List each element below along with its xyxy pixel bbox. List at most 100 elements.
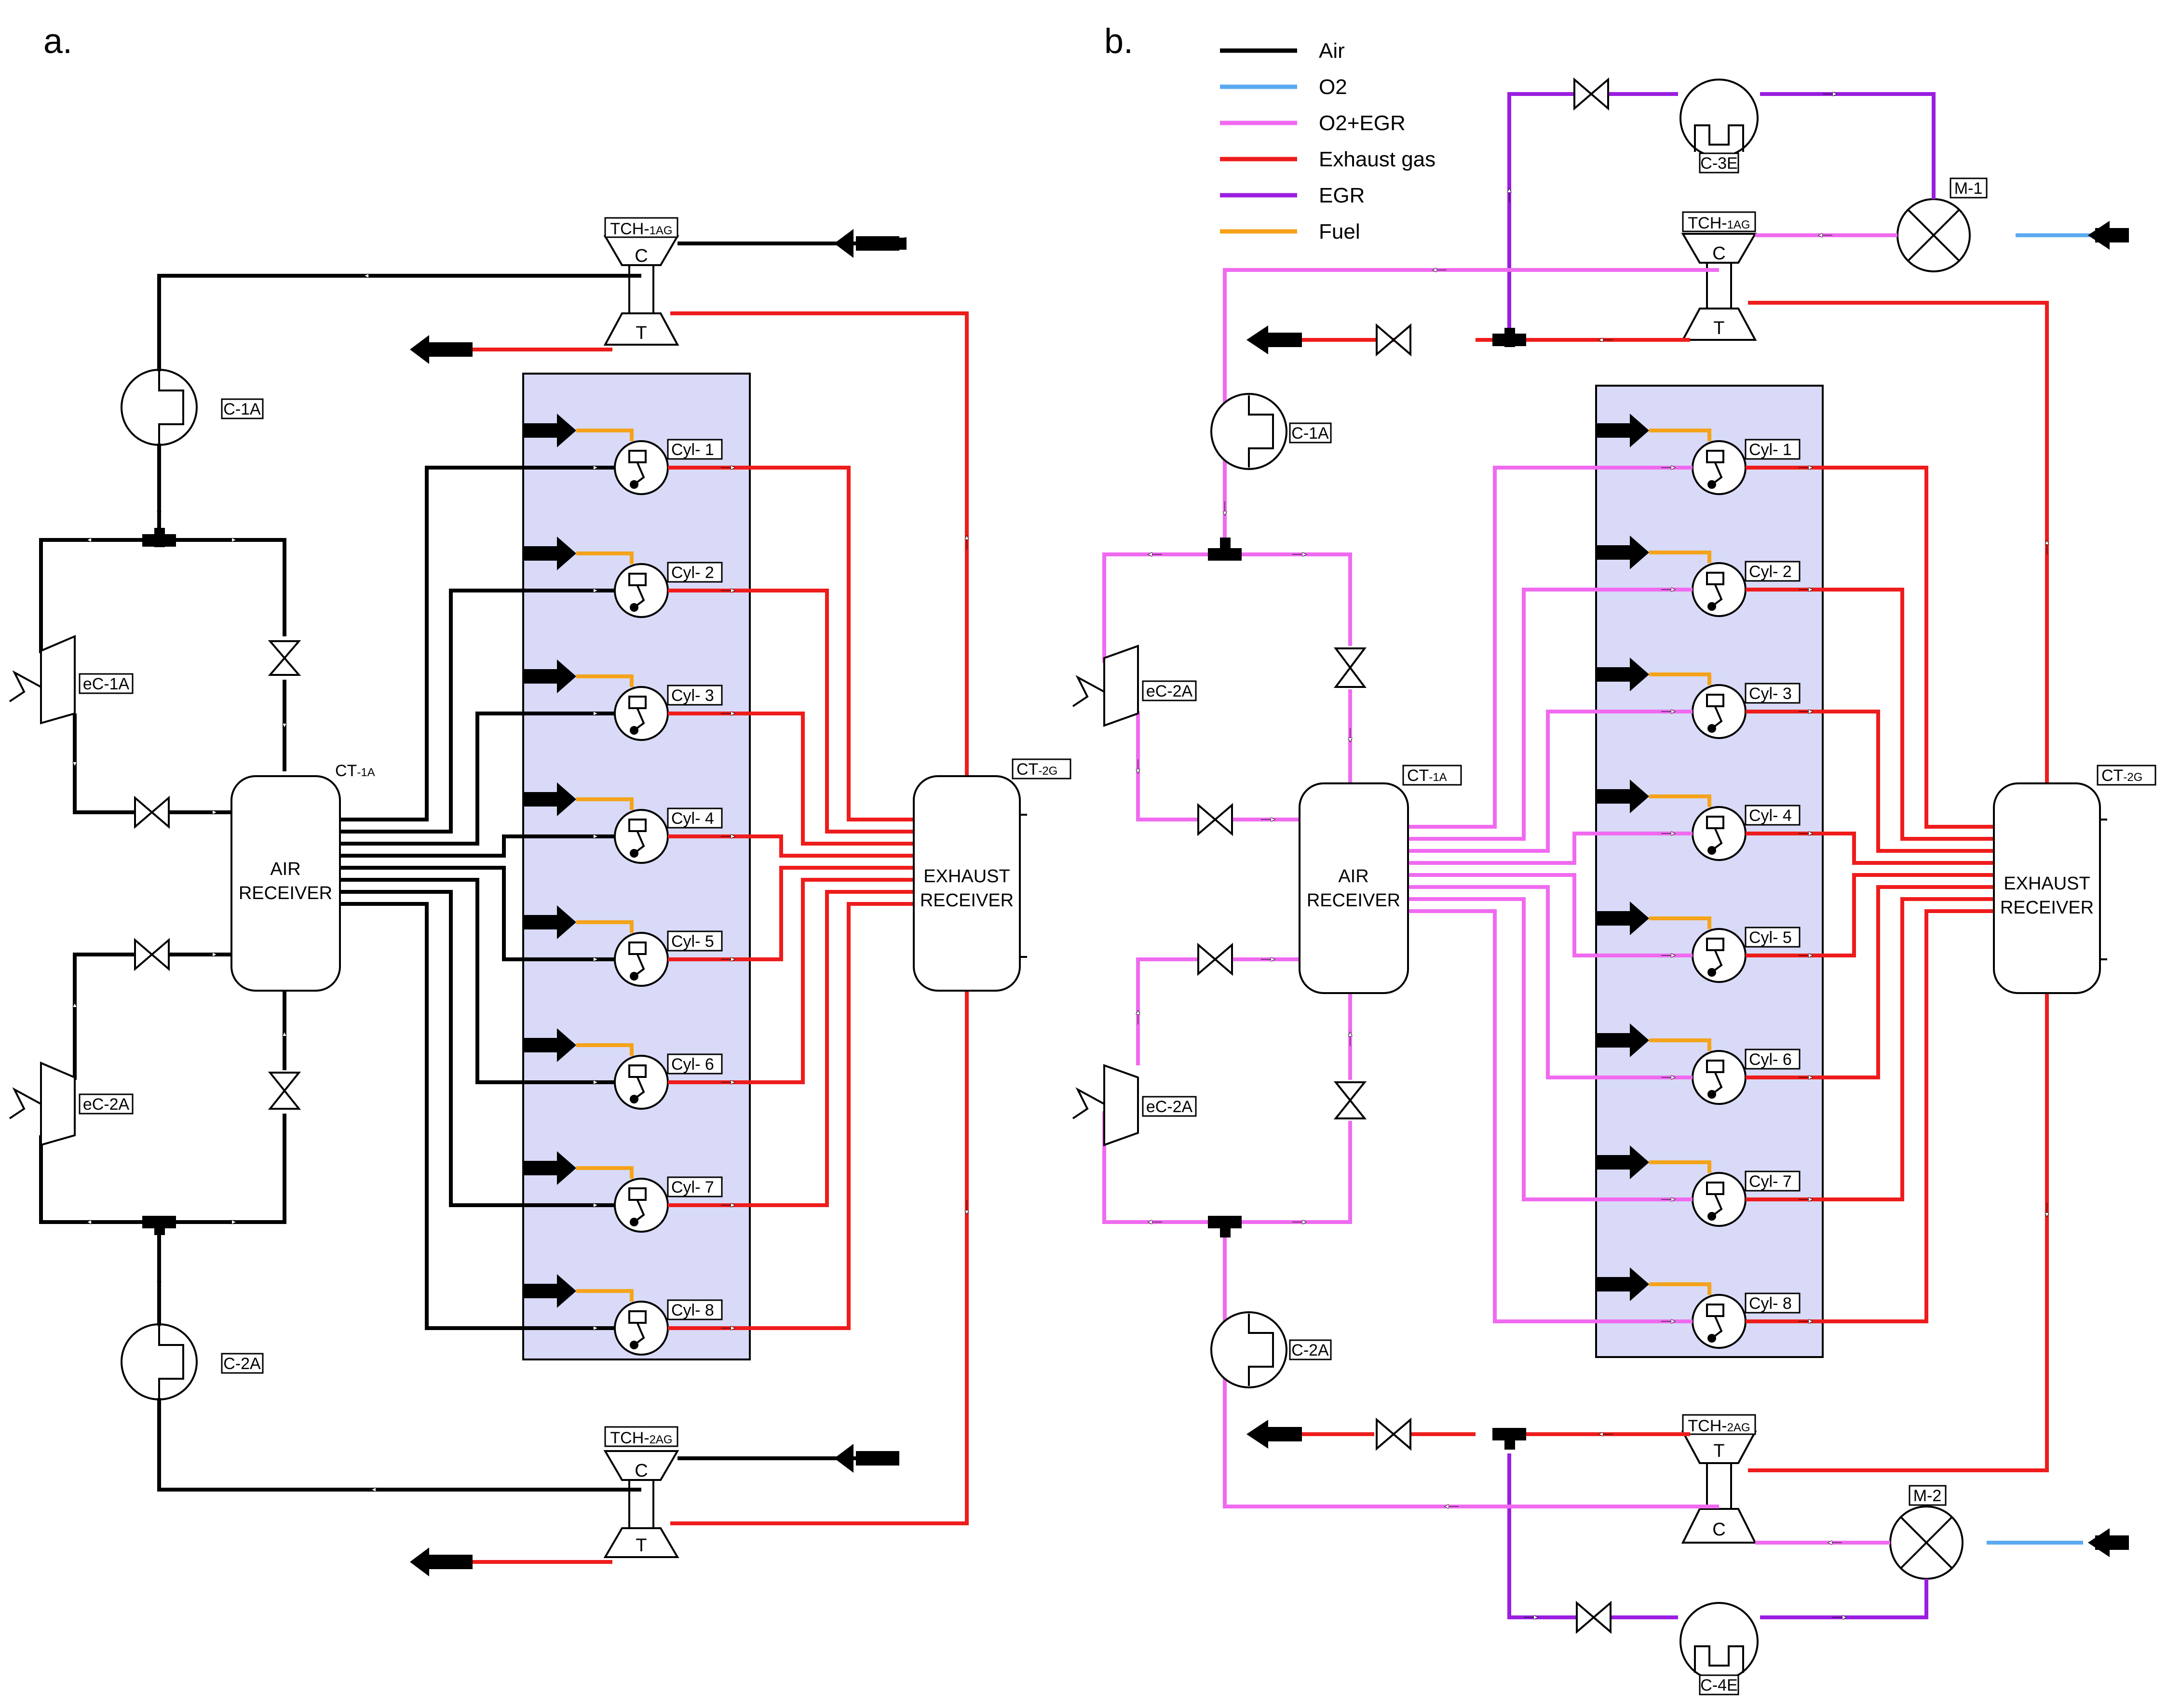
valve bbox=[1197, 942, 1233, 976]
svg-text:T: T bbox=[1713, 318, 1724, 338]
electric-compressor-ec-2a-bottom: eC-2A bbox=[1072, 1064, 1197, 1146]
svg-text:CT-2G: CT-2G bbox=[2101, 767, 2142, 785]
fuel-arrow-head bbox=[557, 905, 576, 939]
cylinder-6: Cyl- 6 bbox=[340, 878, 914, 1110]
o2-inlet-arrow bbox=[2088, 221, 2110, 250]
fuel-inlet-arrow bbox=[1596, 1277, 1630, 1291]
svg-text:M-1: M-1 bbox=[1954, 179, 1983, 198]
fuel-inlet-arrow bbox=[523, 1038, 557, 1052]
exhaust-lines-a bbox=[456, 311, 969, 1564]
fuel-arrow-head bbox=[1630, 901, 1649, 935]
valve bbox=[1376, 323, 1411, 357]
svg-text:Air: Air bbox=[1319, 39, 1345, 63]
cylinder-label: Cyl- 6 bbox=[671, 1055, 714, 1074]
exhaust-outlet-arrow-head bbox=[410, 1547, 429, 1576]
air-inlet-arrow-head bbox=[834, 229, 853, 258]
exhaust-receiver-b: EXHAUST RECEIVER CT-2G bbox=[1993, 765, 2156, 994]
cylinder-label: Cyl- 8 bbox=[1749, 1294, 1792, 1313]
cylinder-label: Cyl- 8 bbox=[671, 1301, 714, 1319]
cylinder-label: Cyl- 2 bbox=[671, 564, 714, 582]
valve bbox=[268, 1072, 301, 1110]
cooler-c-2a-b: C-2A bbox=[1210, 1311, 1332, 1388]
tag-tch-2ag: TCH-2AG bbox=[1688, 1417, 1750, 1435]
compressor-label: C bbox=[635, 1461, 648, 1481]
svg-text:Fuel: Fuel bbox=[1319, 220, 1360, 243]
cylinder-body bbox=[614, 563, 669, 618]
tag-tch-1ag: TCH-1AG bbox=[610, 220, 672, 238]
cylinder-label: Cyl- 3 bbox=[1749, 685, 1792, 703]
mixer-m-1: M-1 bbox=[1896, 177, 1988, 272]
fuel-inlet-arrow bbox=[1596, 423, 1630, 438]
cylinder-label: Cyl- 1 bbox=[1749, 441, 1792, 459]
fuel-inlet-arrow bbox=[1596, 911, 1630, 926]
turbocharger-tch-1ag-b: C T TCH-1AG bbox=[1681, 211, 1757, 341]
cylinder-label: Cyl- 6 bbox=[1749, 1050, 1792, 1069]
tag-tch-2ag: TCH-2AG bbox=[610, 1429, 672, 1447]
fuel-arrow-head bbox=[1630, 1267, 1649, 1301]
fuel-arrow-head bbox=[557, 1151, 576, 1185]
cylinder-label: Cyl- 5 bbox=[1749, 928, 1792, 947]
exhaust-outlet-arrow bbox=[1246, 325, 1268, 354]
svg-text:O2: O2 bbox=[1319, 75, 1347, 99]
tag-box bbox=[604, 217, 678, 238]
cooler-tag: C-2A bbox=[223, 1355, 261, 1373]
cylinder-body bbox=[1692, 1050, 1747, 1105]
o2-inlet-arrow bbox=[2088, 1528, 2110, 1557]
fuel-arrow-head bbox=[1630, 414, 1649, 447]
svg-text:C-3E: C-3E bbox=[1700, 154, 1737, 173]
tag-tch-1ag: TCH-1AG bbox=[1688, 214, 1750, 232]
fuel-inlet-arrow bbox=[523, 423, 557, 438]
fuel-arrow-head bbox=[557, 659, 576, 693]
legend-item-o2-egr: O2+EGR bbox=[1220, 111, 1406, 135]
junction bbox=[154, 528, 165, 547]
cylinder-2: Cyl- 2 bbox=[340, 537, 914, 834]
cooler-c-3e: C-3E bbox=[1679, 79, 1759, 174]
panel-label-b: b. bbox=[1104, 22, 1133, 61]
cylinder-body bbox=[614, 932, 669, 987]
flow-arrows-a bbox=[75, 276, 967, 1490]
tag-ct-2g: CT-2G bbox=[1016, 760, 1057, 779]
cylinder-body bbox=[1692, 928, 1747, 983]
valve bbox=[1197, 803, 1233, 836]
fuel-arrow-head bbox=[557, 414, 576, 447]
fuel-arrow-head bbox=[1630, 1145, 1649, 1179]
cylinder-label: Cyl- 4 bbox=[1749, 807, 1792, 825]
fuel-inlet-arrow bbox=[523, 1161, 557, 1175]
turbine-label: T bbox=[636, 1535, 647, 1556]
cylinder-5: Cyl- 5 bbox=[340, 866, 914, 987]
exhaust-outlet-arrow-body bbox=[429, 342, 473, 357]
cylinder-8: Cyl- 8 bbox=[1408, 909, 1994, 1349]
turbine-symbol bbox=[603, 1527, 679, 1558]
valve bbox=[1334, 647, 1367, 688]
svg-text:C: C bbox=[1712, 243, 1725, 264]
cylinder-label: Cyl- 4 bbox=[671, 809, 714, 828]
fuel-arrow-head bbox=[1630, 780, 1649, 813]
cylinder-body bbox=[614, 1301, 669, 1356]
svg-text:RECEIVER: RECEIVER bbox=[239, 883, 332, 903]
svg-text:CT-1A: CT-1A bbox=[1407, 767, 1447, 785]
valve bbox=[268, 640, 301, 676]
fuel-arrow-head bbox=[557, 537, 576, 570]
svg-text:RECEIVER: RECEIVER bbox=[920, 890, 1014, 911]
fuel-inlet-arrow bbox=[523, 546, 557, 561]
legend-item-air: Air bbox=[1220, 39, 1345, 63]
cylinder-body bbox=[1692, 1172, 1747, 1227]
cylinder-label: Cyl- 1 bbox=[671, 441, 714, 459]
legend-item-exhaust-gas: Exhaust gas bbox=[1220, 148, 1436, 171]
cylinder-1: Cyl- 1 bbox=[1408, 414, 1994, 829]
cylinder-label: Cyl- 7 bbox=[671, 1178, 714, 1197]
air-inlet-arrow-body bbox=[856, 236, 899, 251]
turbine-symbol bbox=[603, 312, 679, 346]
cylinder-label: Cyl- 7 bbox=[1749, 1172, 1792, 1191]
cooler-c-1a: C-1A bbox=[121, 369, 264, 446]
exhaust-outlet-arrow-body bbox=[429, 1555, 473, 1569]
svg-text:eC-2A: eC-2A bbox=[1146, 682, 1193, 700]
cylinder-body bbox=[614, 440, 669, 495]
fuel-inlet-arrow bbox=[523, 915, 557, 929]
air-receiver-b: AIR RECEIVER CT-1A bbox=[1299, 765, 1462, 994]
electric-compressor-ec-2a-top: eC-2A bbox=[1072, 645, 1197, 727]
svg-text:RECEIVER: RECEIVER bbox=[1307, 890, 1400, 911]
